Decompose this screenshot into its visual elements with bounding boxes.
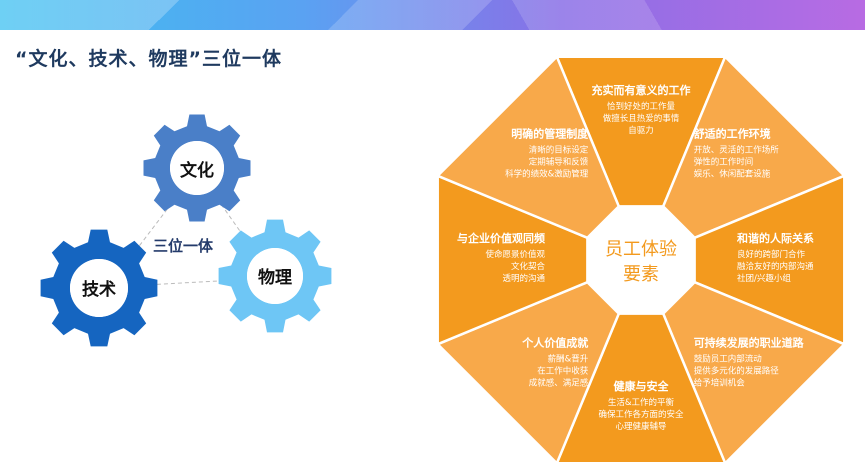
- octagon-segment: [435, 54, 621, 240]
- trinity-diagram: 文化 技术 物理 三位一体: [40, 114, 332, 347]
- hub: 员工体验 要素: [605, 239, 677, 285]
- section-item: 融洽友好的内部沟通: [737, 261, 814, 272]
- hub-octagon: [591, 210, 691, 310]
- section-item: 娱乐、休闲配套设施: [694, 168, 771, 179]
- hub-line1: 员工体验: [605, 239, 677, 260]
- section-item: 自驱力: [628, 125, 654, 136]
- gear-icon: [40, 229, 158, 347]
- section-item: 良好的跨部门合作: [737, 249, 806, 260]
- section-item: 成就感、满足感: [529, 378, 589, 389]
- section-item: 生活&工作的平衡: [608, 397, 675, 408]
- gear-icon: [143, 114, 251, 222]
- gear-physics: 物理: [218, 219, 332, 333]
- section-title: 健康与安全: [614, 379, 670, 393]
- gear-culture-label: 文化: [180, 160, 214, 181]
- gear-physics-label: 物理: [258, 267, 292, 288]
- section-item: 定期辅导和反馈: [529, 156, 589, 167]
- section-title: 舒适的工作环境: [694, 126, 771, 140]
- section-title: 个人价值成就: [521, 336, 588, 350]
- gear-culture: 文化: [143, 114, 251, 222]
- section-item: 鼓励员工内部流动: [694, 354, 763, 365]
- section-item: 薪酬&晋升: [548, 354, 589, 365]
- section-item: 给予培训机会: [694, 378, 746, 389]
- section-item: 恰到好处的工作量: [607, 101, 676, 112]
- section-item: 透明的沟通: [502, 273, 545, 284]
- section-title: 充实而有意义的工作: [592, 83, 691, 97]
- section-item: 清晰的目标设定: [529, 144, 589, 155]
- section-item: 使命愿景价值观: [485, 249, 545, 260]
- gear-tech-label: 技术: [82, 279, 116, 300]
- section-title: 和谐的人际关系: [737, 231, 814, 245]
- gear-hole: [247, 248, 303, 304]
- section-item: 做擅长且热爱的事情: [603, 113, 680, 124]
- hub-line2: 要素: [623, 264, 659, 285]
- gear-tech: 技术: [40, 229, 158, 347]
- section-item: 心理健康辅导: [615, 421, 667, 432]
- section-title: 可持续发展的职业道路: [694, 336, 805, 350]
- gear-hole: [170, 141, 224, 195]
- page-title: “文化、技术、物理”三位一体: [15, 48, 282, 70]
- section-item: 提供多元化的发展路径: [694, 366, 780, 377]
- section-title: 与企业价值观同频: [457, 231, 545, 245]
- section-item: 科学的绩效&激励管理: [505, 168, 589, 179]
- section-item: 在工作中收获: [537, 366, 589, 377]
- section-item: 弹性的工作时间: [694, 156, 754, 167]
- header-banner: [0, 0, 865, 30]
- trinity-center-label: 三位一体: [153, 237, 214, 255]
- gear-icon: [218, 219, 332, 333]
- gear-hole: [70, 259, 128, 317]
- section-item: 社团/兴趣小组: [737, 273, 791, 284]
- section-item: 开放、灵活的工作场所: [694, 144, 780, 155]
- section-item: 文化契合: [511, 261, 546, 272]
- section-title: 明确的管理制度: [511, 126, 589, 140]
- section-item: 确保工作各方面的安全: [598, 409, 684, 420]
